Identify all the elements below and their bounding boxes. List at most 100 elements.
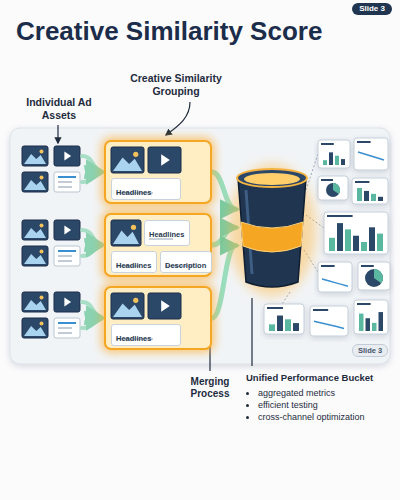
leader-lines — [251, 298, 252, 366]
ad-asset-tiles — [22, 292, 48, 312]
ad-asset-tiles — [64, 152, 71, 161]
ad-asset-tiles — [22, 318, 48, 338]
ad-asset-tiles — [22, 172, 48, 192]
bucket-shape — [244, 173, 300, 185]
ad-asset-tiles — [22, 220, 48, 240]
asset-tiles — [148, 293, 181, 319]
performance-charts — [353, 236, 359, 251]
performance-charts — [341, 159, 345, 165]
performance-charts — [357, 303, 371, 305]
asset-tiles — [161, 154, 170, 165]
asset-tiles — [133, 298, 138, 303]
bucket-shape — [232, 156, 312, 296]
ad-asset-tiles — [58, 181, 72, 183]
performance-charts — [318, 140, 350, 168]
ad-asset-tiles — [54, 318, 80, 338]
performance-charts — [378, 197, 383, 201]
text-card: Description — [160, 251, 212, 273]
ad-asset-tiles — [54, 318, 80, 338]
bucket-shape — [228, 164, 316, 296]
ad-asset-tiles — [40, 322, 44, 326]
ad-asset-tiles — [24, 300, 46, 310]
performance-charts — [354, 300, 388, 334]
leader-lines — [166, 102, 190, 135]
ad-asset-tiles — [40, 224, 44, 228]
ad-asset-tiles — [22, 172, 48, 192]
performance-charts — [306, 154, 318, 190]
asset-tiles — [133, 152, 138, 157]
performance-charts — [358, 262, 390, 290]
performance-charts — [329, 238, 335, 251]
asset-flows — [82, 230, 101, 244]
ad-asset-tiles — [58, 186, 72, 188]
panel — [10, 128, 390, 364]
asset-tiles — [113, 157, 142, 171]
ad-asset-tiles — [54, 172, 80, 192]
performance-charts — [359, 314, 364, 331]
asset-flows — [82, 156, 101, 328]
performance-charts — [377, 234, 383, 251]
performance-charts — [322, 279, 348, 286]
asset-flows — [82, 173, 101, 182]
ad-asset-tiles — [54, 146, 80, 166]
performance-charts — [318, 176, 348, 200]
performance-charts — [333, 183, 340, 194]
performance-charts — [327, 215, 353, 217]
performance-charts — [293, 323, 299, 331]
asset-text: Description — [165, 261, 206, 270]
slide-badge: Slide 3 — [352, 3, 392, 15]
text-card: Headlines — [111, 324, 181, 346]
ad-asset-tiles — [24, 180, 46, 190]
ad-asset-tiles — [40, 250, 44, 254]
performance-bucket: Unified Performance Bucketaggregated met… — [232, 156, 312, 296]
ad-asset-tiles — [22, 146, 48, 166]
performance-charts — [285, 319, 291, 331]
ad-asset-tiles — [54, 246, 80, 266]
ad-asset-tiles — [64, 298, 71, 307]
performance-charts — [321, 143, 334, 145]
ad-asset-tiles — [22, 220, 48, 240]
asset-tiles — [111, 293, 144, 319]
performance-charts — [364, 191, 369, 201]
asset-tiles — [111, 147, 144, 173]
performance-charts — [369, 227, 375, 251]
performance-charts — [269, 324, 275, 331]
performance-charts — [337, 223, 343, 251]
performance-charts — [326, 183, 340, 197]
ad-asset-tiles — [58, 176, 76, 178]
performance-charts — [352, 178, 388, 204]
similarity-group: Headlines — [104, 140, 212, 204]
asset-tiles — [113, 230, 139, 244]
asset-tiles — [148, 147, 181, 173]
ad-asset-tiles — [22, 246, 48, 266]
text-card: Headlines — [111, 251, 157, 273]
performance-charts — [314, 321, 344, 328]
ad-asset-tiles — [22, 146, 48, 166]
bullet-item: aggregated metrics — [258, 387, 365, 399]
performance-charts — [354, 300, 388, 334]
performance-charts — [264, 304, 304, 334]
slide-badge: Slide 3 — [352, 344, 388, 357]
ad-asset-tiles — [54, 220, 80, 240]
bullet-item: cross-channel optimization — [258, 411, 365, 423]
text-card: Headlines — [111, 178, 181, 200]
performance-charts — [329, 152, 333, 165]
performance-charts — [310, 306, 348, 336]
bullet-list: aggregated metricsefficient testingcross… — [246, 387, 365, 423]
ad-asset-tiles — [22, 318, 48, 338]
ad-asset-tiles — [58, 322, 76, 324]
asset-tiles — [148, 147, 181, 173]
performance-charts — [277, 316, 283, 331]
callout-label: Individual Ad Assets — [20, 96, 98, 121]
performance-charts — [267, 307, 283, 309]
performance-charts — [374, 269, 383, 283]
asset-text: Headlines — [116, 334, 151, 343]
slide-title: Creative Similarity Score — [16, 16, 322, 47]
callout-label: Merging Process — [178, 376, 242, 400]
ad-asset-tiles — [58, 255, 72, 257]
bucket-shape — [238, 178, 306, 287]
asset-text: Headlines — [116, 188, 151, 197]
ad-asset-tiles — [22, 146, 80, 338]
ad-asset-tiles — [40, 150, 44, 154]
